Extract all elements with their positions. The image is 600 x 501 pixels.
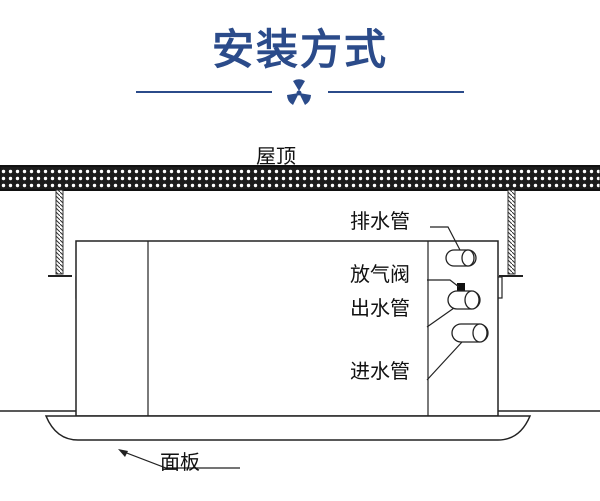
- panel-shape: [44, 415, 532, 441]
- hanging-rod-right: [507, 189, 516, 275]
- panel-label: 面板: [160, 450, 200, 474]
- outlet-pipe-label: 出水管: [350, 296, 410, 320]
- leader-panel-arrow: [118, 449, 128, 457]
- unit-body: [75, 240, 499, 417]
- fan-emblem-icon: [287, 79, 311, 105]
- leader-panel: [123, 451, 240, 469]
- leader-outlet: [426, 307, 455, 328]
- roof-slab: [0, 165, 600, 191]
- air-vent-label: 放气阀: [350, 262, 410, 286]
- divider-left: [136, 91, 272, 93]
- divider-right: [328, 91, 464, 93]
- air-vent-shape: [457, 283, 465, 292]
- roof-label: 屋顶: [256, 144, 296, 168]
- page-title: 安装方式: [211, 25, 388, 74]
- inlet-pipe-label: 进水管: [350, 359, 410, 383]
- leader-air-vent: [427, 279, 460, 288]
- hanging-rod-left: [55, 189, 64, 275]
- leader-inlet: [426, 341, 463, 381]
- leader-drain: [430, 226, 461, 251]
- drain-pipe-label: 排水管: [350, 209, 410, 233]
